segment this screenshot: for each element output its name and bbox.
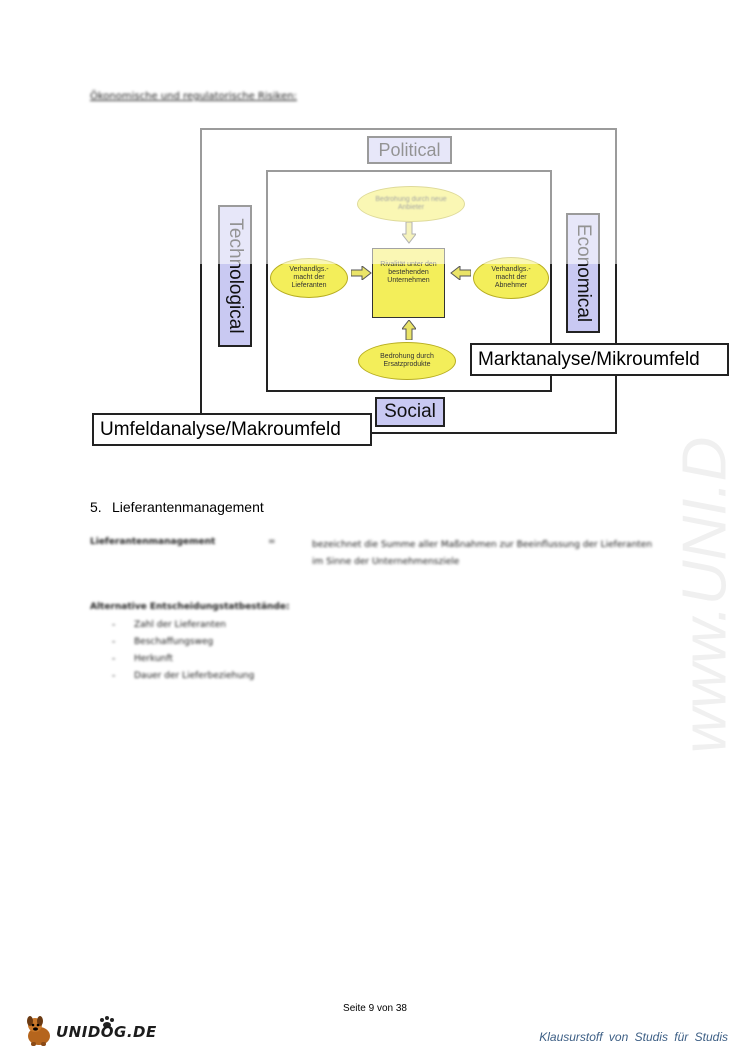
list-item: -Herkunft [112, 654, 173, 664]
label-social: Social [375, 397, 445, 427]
label-political: Political [367, 136, 452, 164]
arrow-right-icon [351, 266, 372, 280]
list-item: -Dauer der Lieferbeziehung [112, 671, 255, 681]
definition-equals: = [268, 537, 276, 547]
watermark: www.UNI.D [670, 436, 740, 754]
label-technological: Technological [218, 205, 252, 347]
arrow-up-icon [402, 320, 416, 340]
definition-text: bezeichnet die Summe aller Maßnahmen zur… [312, 540, 653, 567]
logo-text: UNIDOG.DE [56, 1023, 157, 1041]
label-market-analysis: Marktanalyse/Mikroumfeld [470, 343, 729, 376]
section-number: 5. [90, 499, 102, 515]
alternatives-heading: Alternative Entscheidungstatbestände: [90, 602, 290, 612]
alternatives-list: -Zahl der Lieferanten -Beschaffungsweg -… [112, 620, 254, 688]
force-supplier-power: Verhandlgs.- macht der Lieferanten [270, 258, 348, 298]
force-buyer-power: Verhandlgs.- macht der Abnehmer [473, 257, 549, 299]
force-rivalry-box: Rivalität unter den bestehenden Unterneh… [372, 248, 445, 318]
force-new-entrants: Bedrohung durch neue Anbieter [357, 186, 465, 222]
arrow-down-icon [402, 222, 416, 244]
arrow-left-icon [450, 266, 471, 280]
force-substitutes: Bedrohung durch Ersatzprodukte [358, 342, 456, 380]
page-number: Seite 9 von 38 [343, 1003, 407, 1014]
label-economical: Economical [566, 213, 600, 333]
dog-logo-icon [27, 1016, 114, 1046]
definition-term: Lieferantenmanagement [90, 537, 216, 547]
footer-tagline: Klausurstoff von Studis für Studis [539, 1030, 728, 1044]
section-heading-risks: Ökonomische und regulatorische Risiken: [90, 91, 297, 102]
label-environment-analysis: Umfeldanalyse/Makroumfeld [92, 413, 372, 446]
list-item: -Beschaffungsweg [112, 637, 214, 647]
list-item: -Zahl der Lieferanten [112, 620, 227, 630]
section-title: Lieferantenmanagement [112, 499, 264, 515]
